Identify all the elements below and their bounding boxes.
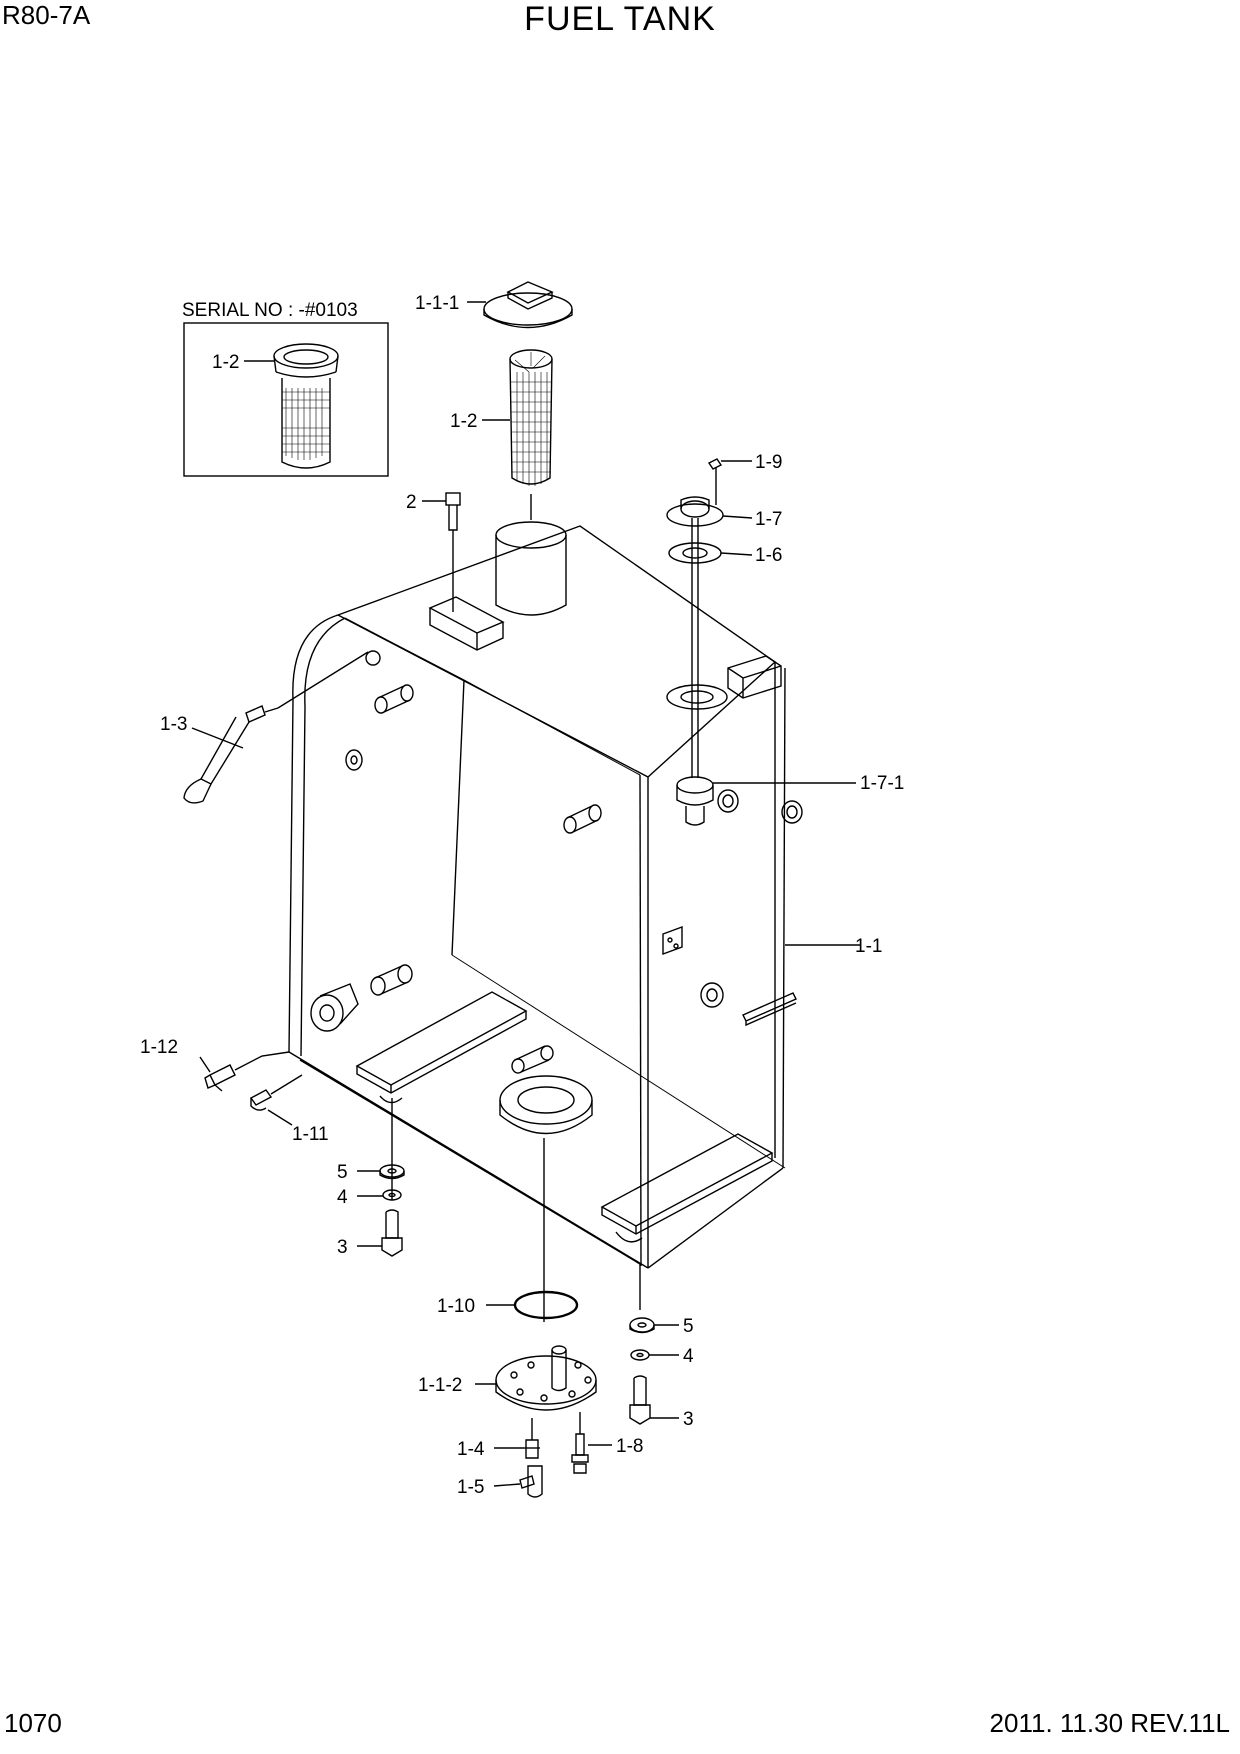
screw-1-9 (707, 458, 723, 480)
washer-4-right (630, 1349, 650, 1361)
inset-callout-1-2: 1-2 (212, 352, 239, 373)
page-number: 1070 (4, 1708, 62, 1738)
callout-1-10: 1-10 (437, 1296, 475, 1317)
filler-cap (483, 281, 573, 329)
gasket-1-6 (668, 542, 722, 564)
mount-rail-right (600, 1133, 774, 1243)
hose-1-3 (183, 705, 279, 804)
callout-1-1-2: 1-1-2 (418, 1375, 462, 1396)
callout-1-1-1: 1-1-1 (415, 293, 459, 314)
drain-ring (499, 1075, 593, 1135)
callout-1-8: 1-8 (616, 1436, 643, 1457)
callout-5-right: 5 (683, 1316, 694, 1337)
drain-cock-1-5 (519, 1465, 543, 1498)
callout-1-5: 1-5 (457, 1477, 484, 1498)
callout-1-7: 1-7 (755, 509, 782, 530)
revision-date: 2011. 11.30 REV.11L (989, 1708, 1230, 1738)
callout-2: 2 (406, 492, 417, 513)
filter-strainer (509, 349, 553, 486)
gauge-cover (666, 496, 724, 527)
washer-4-left (382, 1189, 402, 1201)
callout-1-6: 1-6 (755, 545, 782, 566)
o-ring-1-10 (513, 1290, 579, 1320)
bolt-3-right (629, 1375, 651, 1425)
bolt-3-left (381, 1209, 403, 1257)
filler-neck (495, 521, 567, 616)
callout-3-right: 3 (683, 1409, 694, 1430)
callout-3-left: 3 (337, 1237, 348, 1258)
tank-body (288, 525, 786, 1269)
bottom-flange (495, 1345, 597, 1411)
top-boss (727, 655, 782, 699)
float-1-7-1 (676, 776, 714, 826)
callout-1-9: 1-9 (755, 452, 782, 473)
callout-1-12: 1-12 (140, 1037, 178, 1058)
inset-serial-box: SERIAL NO : -#0103 1-2 (182, 300, 389, 477)
callout-1-1: 1-1 (855, 936, 882, 957)
callout-1-3: 1-3 (160, 714, 187, 735)
callout-1-11: 1-11 (292, 1124, 329, 1145)
callout-1-4: 1-4 (457, 1439, 485, 1460)
tank-top-flange (666, 684, 728, 710)
callout-labels: 1-1-1 1-2 1-9 2 1-7 1-6 1-3 1-7-1 1-1 1-… (140, 293, 904, 1498)
bracket-block (428, 596, 505, 651)
callout-1-7-1: 1-7-1 (860, 773, 904, 794)
plug-1-11 (249, 1089, 273, 1111)
inset-strainer (273, 343, 339, 469)
nipple-1-4 (524, 1439, 540, 1459)
fitting-1-12 (204, 1064, 236, 1092)
mount-rail-left (355, 991, 528, 1104)
callout-1-2: 1-2 (450, 411, 477, 432)
callout-4-left: 4 (337, 1187, 348, 1208)
washer-5-right (629, 1317, 655, 1334)
bolt-2 (445, 492, 461, 531)
inset-caption: SERIAL NO : -#0103 (182, 300, 358, 321)
model-number: R80-7A (2, 0, 91, 30)
bolt-1-8 (571, 1433, 589, 1474)
page-title: FUEL TANK (524, 0, 716, 38)
tank-fittings (310, 650, 803, 1074)
callout-5-left: 5 (337, 1162, 348, 1183)
callout-4-right: 4 (683, 1346, 694, 1367)
